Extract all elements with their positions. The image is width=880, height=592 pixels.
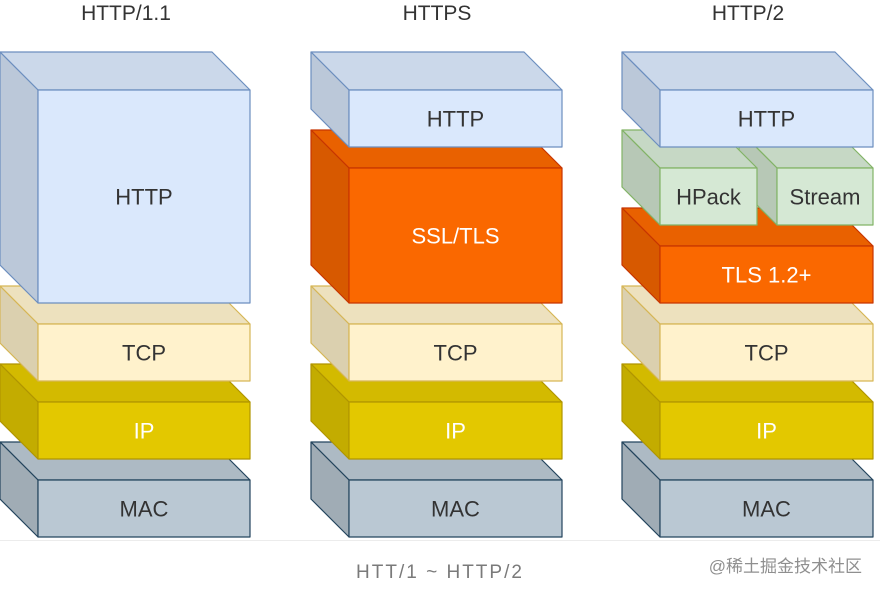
layer-front-face [37,323,251,382]
layer-front-face [37,89,251,304]
layer-label: TCP [745,341,789,366]
layer-front-face [348,479,563,538]
layer-label: MAC [742,497,791,522]
layer-label: IP [756,419,777,444]
layer-front-face [659,167,758,226]
layer-label: IP [134,419,155,444]
layer-label: TCP [434,341,478,366]
layer-https-http: HTTP [310,51,563,148]
layer-front-face [348,323,563,382]
layer-side-face [0,51,39,304]
layer-top-face [0,51,251,91]
diagram-caption: HTT/1 ~ HTTP/2 [356,562,524,583]
layer-https-ssl-tls: SSL/TLS [310,129,563,304]
stack-title-http2: HTTP/2 [711,2,785,25]
layer-front-face [37,401,251,460]
bottom-divider [0,540,880,541]
layer-front-face [348,89,563,148]
layer-label: TLS 1.2+ [722,263,812,288]
layer-front-face [776,167,874,226]
layer-label: HPack [676,185,742,210]
layer-label: Stream [790,185,861,210]
layer-label: HTTP [738,107,795,132]
stack-title-https: HTTPS [402,2,472,25]
layer-http2-http: HTTP [621,51,874,148]
layer-label: HTTP [427,107,484,132]
layer-label: IP [445,419,466,444]
layer-label: TCP [122,341,166,366]
layer-front-face [659,89,874,148]
layer-front-face [659,323,874,382]
layer-front-face [37,479,251,538]
layer-front-face [348,167,563,304]
layer-label: SSL/TLS [411,224,499,249]
layer-label: MAC [120,497,169,522]
layer-top-face [310,51,563,91]
layer-front-face [659,245,874,304]
layer-label: MAC [431,497,480,522]
layer-label: HTTP [115,185,172,210]
layer-http11-http: HTTP [0,51,251,304]
watermark: @稀土掘金技术社区 [708,557,862,576]
stack-title-http11: HTTP/1.1 [81,2,171,25]
layer-front-face [659,401,874,460]
layer-front-face [659,479,874,538]
layer-top-face [621,51,874,91]
layer-front-face [348,401,563,460]
